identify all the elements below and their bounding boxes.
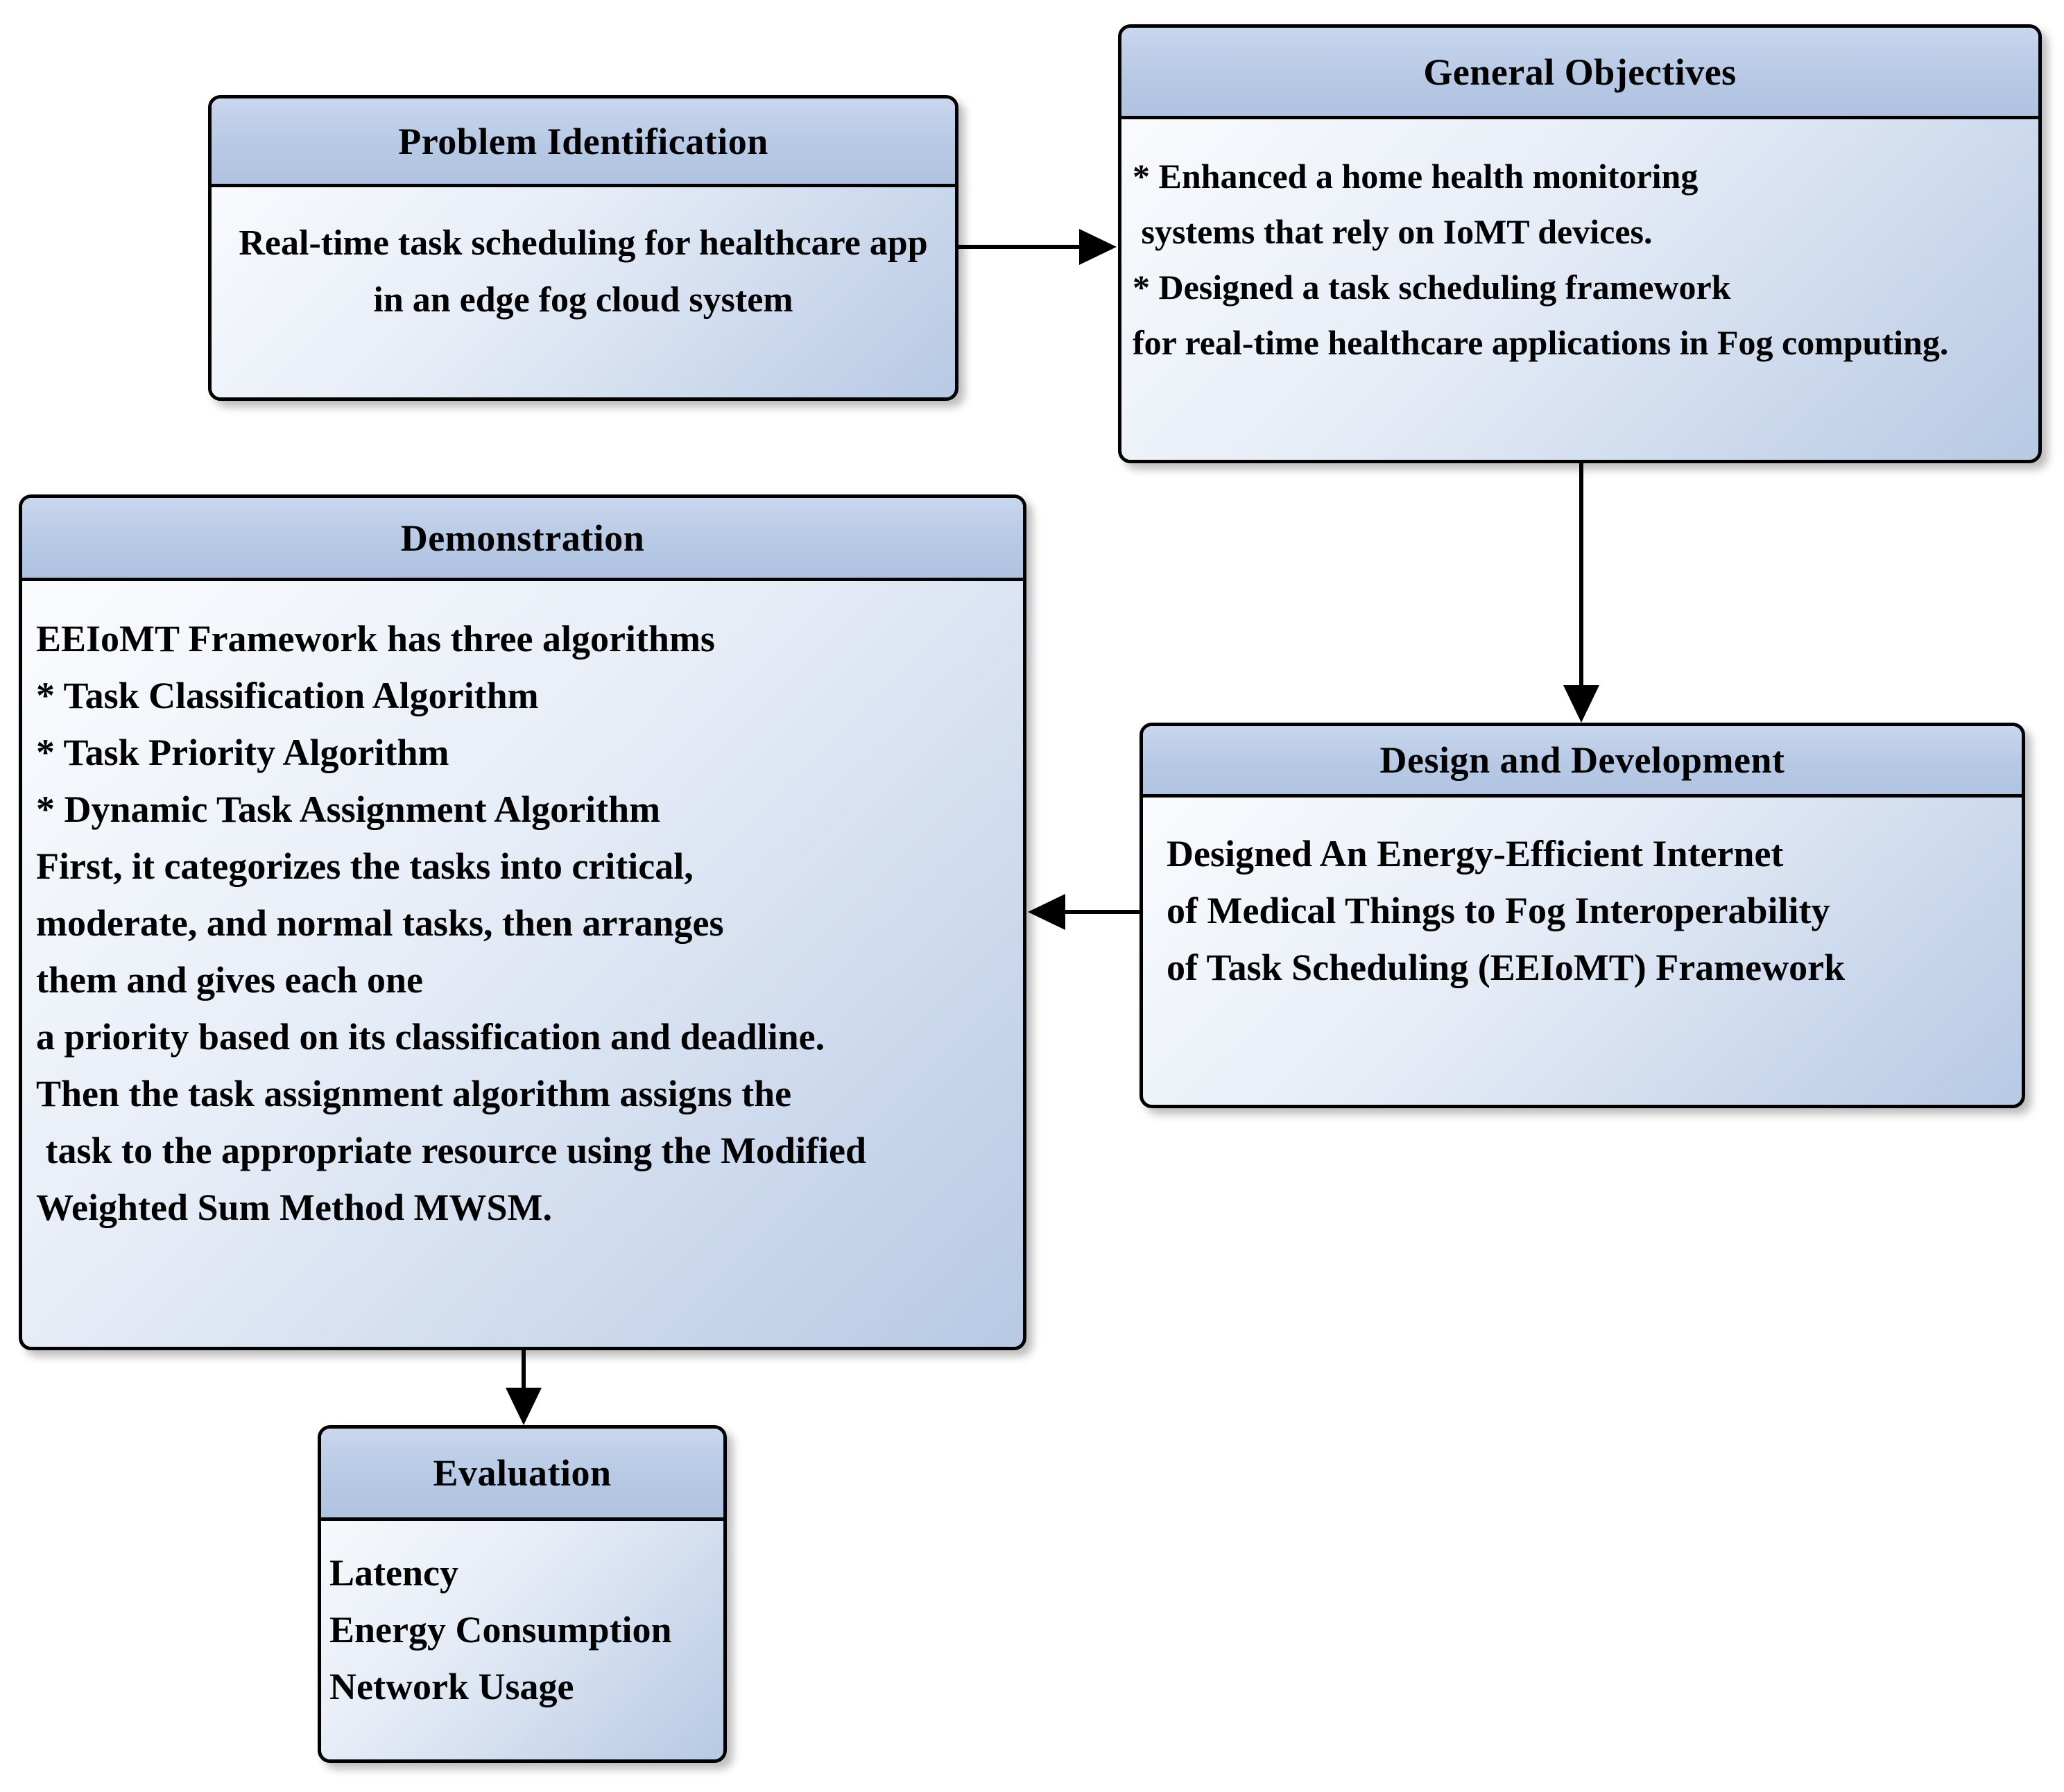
box-design-and-development: Design and Development Designed An Energ… (1140, 723, 2025, 1108)
box-problem-identification-header: Problem Identification (212, 98, 955, 187)
box-general-objectives-title: General Objectives (1423, 51, 1737, 93)
box-design-and-development-title: Design and Development (1379, 739, 1785, 781)
arrow-demonstration-to-evaluation-shaft (522, 1350, 526, 1390)
box-demonstration-header: Demonstration (22, 498, 1023, 581)
box-design-and-development-header: Design and Development (1143, 726, 2022, 798)
box-problem-identification-title: Problem Identification (398, 120, 768, 162)
arrow-down-icon (506, 1388, 542, 1425)
box-problem-identification: Problem Identification Real-time task sc… (208, 95, 958, 401)
arrow-design-to-demonstration-shaft (1064, 910, 1140, 914)
box-design-and-development-body: Designed An Energy-Efficient Internet of… (1167, 833, 1846, 988)
box-problem-identification-body: Real-time task scheduling for healthcare… (239, 223, 928, 320)
box-demonstration-title: Demonstration (400, 517, 645, 559)
box-evaluation-body: Latency Energy Consumption Network Usage (329, 1552, 672, 1707)
box-general-objectives-body: * Enhanced a home health monitoring syst… (1133, 157, 1949, 362)
box-evaluation-header: Evaluation (321, 1429, 723, 1521)
box-general-objectives-header: General Objectives (1121, 28, 2038, 119)
box-demonstration-body: EEIoMT Framework has three algorithms * … (36, 618, 866, 1228)
box-evaluation-title: Evaluation (433, 1452, 612, 1494)
arrow-objectives-to-design-shaft (1579, 463, 1583, 687)
box-general-objectives: General Objectives * Enhanced a home hea… (1118, 24, 2042, 463)
arrow-problem-to-objectives-shaft (958, 245, 1081, 249)
arrow-right-icon (1079, 229, 1117, 265)
arrow-down-icon (1563, 685, 1599, 723)
arrow-left-icon (1028, 894, 1065, 930)
box-demonstration: Demonstration EEIoMT Framework has three… (19, 494, 1026, 1350)
box-evaluation: Evaluation Latency Energy Consumption Ne… (318, 1425, 727, 1763)
